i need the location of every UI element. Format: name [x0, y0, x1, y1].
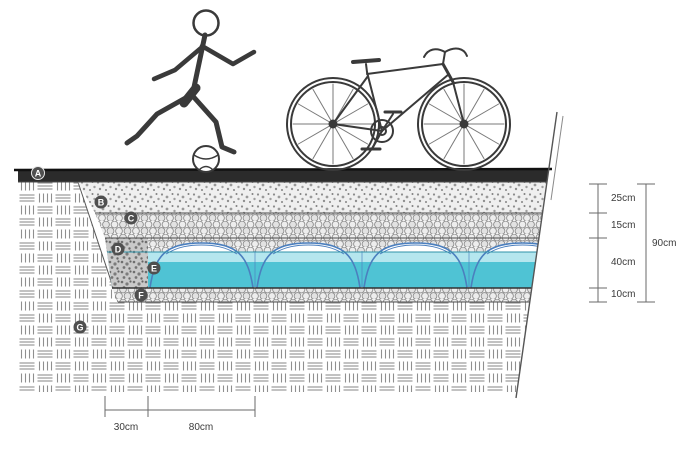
bicycle-crankset: [360, 110, 403, 151]
dimension-layer-c: 15cm: [611, 220, 635, 231]
person-arm-back: [199, 43, 257, 67]
label-circle: [111, 242, 125, 256]
svg-text:E: E: [151, 264, 157, 274]
water-storage-units: [107, 242, 539, 288]
dimension-module-width: 80cm: [189, 422, 213, 433]
dimension-module-offset: 30cm: [114, 422, 138, 433]
label-circle: [73, 320, 87, 334]
surface-layer-a: [13, 167, 553, 182]
subbase-layer-b: [78, 182, 547, 213]
svg-text:D: D: [115, 245, 122, 255]
bicycle-handlebar: [423, 47, 468, 65]
bicycle-frame: [332, 62, 465, 132]
dimension-layer-f: 10cm: [611, 289, 635, 300]
layer-label-a: A: [31, 166, 45, 180]
layer-labels: A B C D E F G: [31, 166, 161, 334]
label-circle: [31, 166, 45, 180]
svg-text:F: F: [138, 291, 144, 301]
dimension-layer-b: 25cm: [611, 193, 635, 204]
layer-label-c: C: [124, 211, 138, 225]
pedestrian-figure: [124, 9, 257, 155]
bedding-layer-c: [95, 213, 543, 238]
bicycle-figure: [286, 47, 511, 171]
label-circle: [94, 195, 108, 209]
label-circle: [147, 261, 161, 275]
section-break-line: [515, 111, 564, 399]
dimension-right-total: 90cm: [637, 183, 676, 303]
bicycle-seat: [351, 58, 381, 73]
base-layer-f: [112, 288, 532, 302]
svg-text:A: A: [35, 169, 42, 179]
storage-unit: [257, 243, 360, 288]
layer-label-e: E: [147, 261, 161, 275]
gravel-pocket: [105, 238, 148, 288]
layer-label-b: B: [94, 195, 108, 209]
storage-unit: [364, 243, 467, 288]
layer-label-d: D: [111, 242, 125, 256]
label-circle: [134, 288, 148, 302]
storage-unit: [471, 243, 539, 288]
storage-unit: [150, 243, 253, 288]
person-torso: [190, 32, 208, 95]
dimension-bottom: 30cm 80cm: [104, 396, 256, 433]
person-leg-kicking: [188, 91, 237, 155]
layer-label-f: F: [134, 288, 148, 302]
layer-boundaries: [18, 181, 547, 303]
svg-text:B: B: [98, 198, 105, 208]
dimension-layer-d: 40cm: [611, 257, 635, 268]
label-circle: [124, 211, 138, 225]
person-arm-front: [151, 45, 204, 82]
svg-text:G: G: [76, 323, 83, 333]
person-leg-trailing: [124, 93, 192, 146]
dimension-right-layers: 25cm 15cm 40cm 10cm: [589, 183, 635, 303]
soccer-ball: [192, 145, 220, 173]
layer-label-g: G: [73, 320, 87, 334]
person-head: [192, 9, 220, 37]
dimension-total-depth: 90cm: [652, 238, 676, 249]
storage-layer-d: [105, 238, 539, 288]
svg-text:C: C: [128, 214, 135, 224]
